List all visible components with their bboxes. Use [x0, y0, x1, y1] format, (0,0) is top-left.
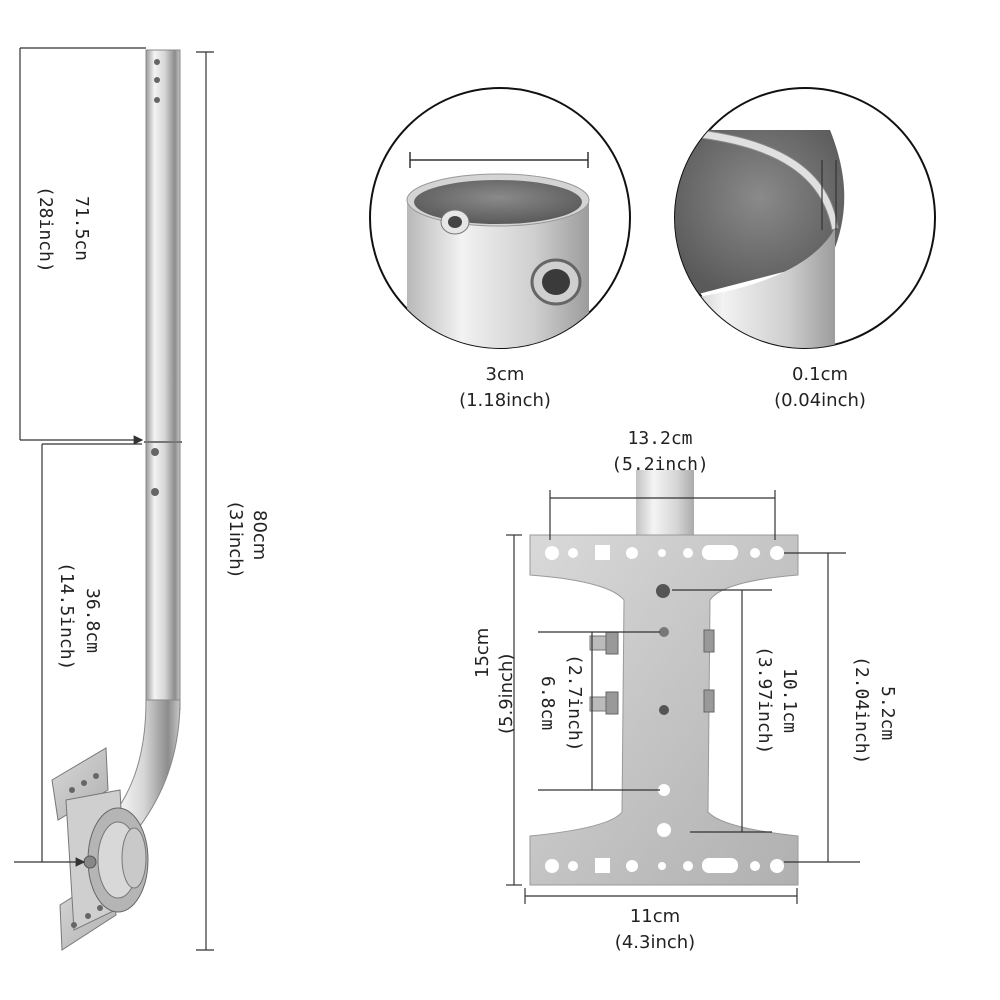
bracket-bolt-spacing-cm-label: 6.8cm	[537, 676, 558, 731]
pole-total-inch-label: (31inch)	[225, 502, 246, 577]
bracket-hole-span-cm-label: 5.2cm	[877, 686, 898, 741]
bracket-illustration	[529, 470, 799, 886]
pole-illustration	[51, 49, 182, 951]
thickness-cm-label: 0.1cm	[791, 364, 849, 385]
diameter-cm-label: 3cm	[485, 364, 525, 385]
bracket-dimension-lines	[506, 490, 860, 904]
bracket-top-width-inch-label: (5.2inch)	[611, 454, 709, 475]
bracket-height-cm-label: 15cm	[472, 627, 493, 678]
pole-total-cm-label: 80cm	[249, 510, 270, 561]
diameter-detail	[369, 87, 631, 349]
bracket-bottom-width-inch-label: (4.3inch)	[614, 932, 696, 953]
bracket-bolt-spacing-inch-label: (2.7inch)	[564, 654, 585, 752]
bracket-bottom-width-cm-label: 11cm	[629, 906, 681, 927]
thickness-inch-label: (0.04inch)	[774, 390, 866, 411]
pole-lower-inch-label: (14.5inch)	[56, 562, 77, 671]
bracket-inner-span-cm-label: 10.1cm	[779, 668, 800, 734]
bracket-top-width-cm-label: 13.2cm	[627, 428, 693, 449]
pole-upper-cm-label: 71.5cn	[71, 196, 92, 262]
pole-lower-cm-label: 36.8cm	[82, 588, 103, 654]
bracket-hole-span-inch-label: (2.04inch)	[851, 656, 872, 765]
thickness-detail	[674, 87, 936, 349]
bracket-inner-span-inch-label: (3.97inch)	[754, 646, 775, 755]
pole-upper-inch-label: (28inch)	[35, 186, 56, 273]
pole-dimension-lines	[14, 47, 214, 951]
diameter-inch-label: (1.18inch)	[459, 390, 551, 411]
bracket-height-inch-label: (5.9inch)	[496, 653, 517, 734]
